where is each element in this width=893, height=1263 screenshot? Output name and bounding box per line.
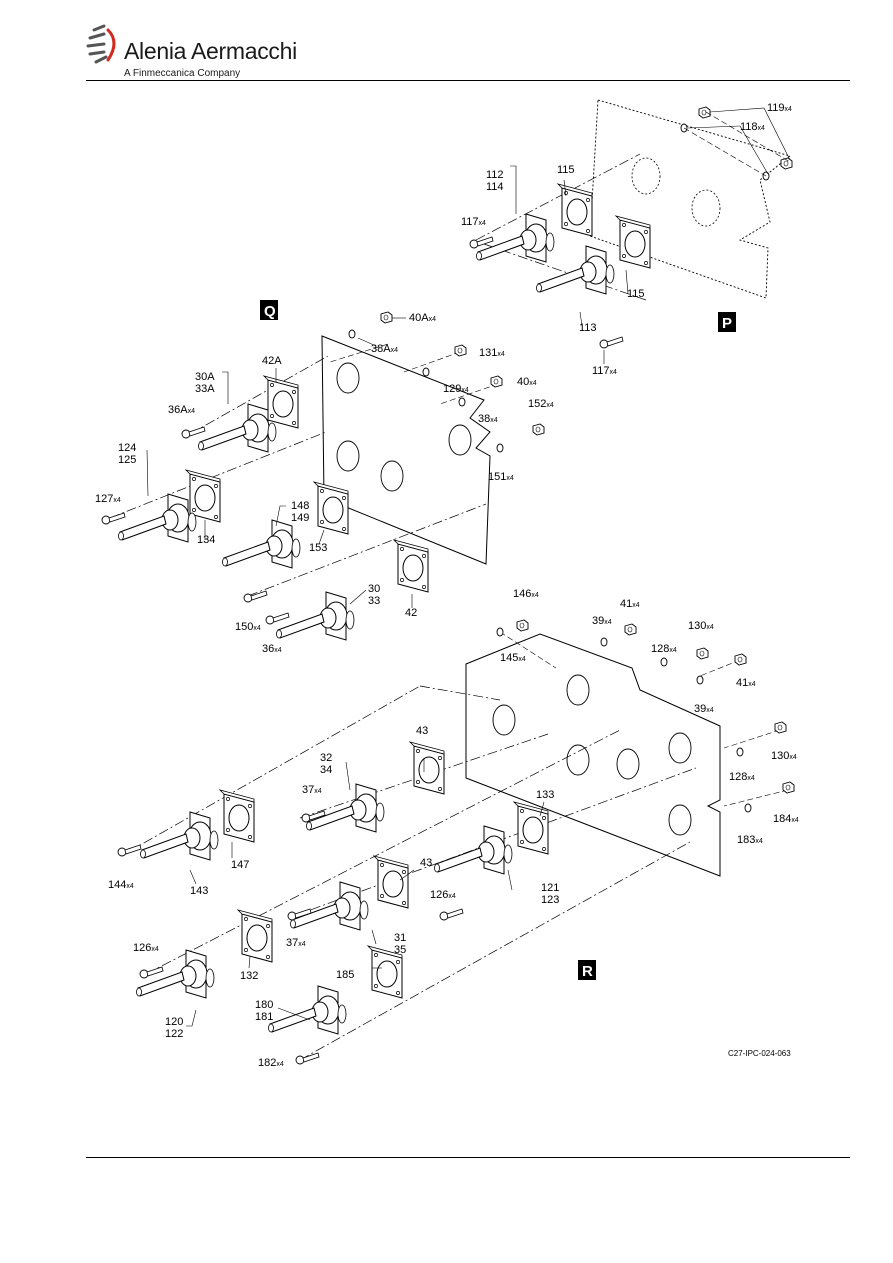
callout-label: 32 [320, 752, 332, 764]
callout-label: 148 [291, 500, 309, 512]
callout-label: 143 [190, 885, 208, 897]
callout-label: 185 [336, 969, 354, 981]
callout-label: 115 [557, 164, 575, 176]
callout-label: 114 [486, 181, 504, 193]
callout-label: 38Ax4 [371, 343, 398, 355]
page-header: Alenia Aermacchi A Finmeccanica Company [0, 0, 893, 90]
callout-label: 30A [195, 371, 215, 383]
callout-label: 184x4 [773, 813, 799, 825]
callout-label: 41x4 [736, 677, 756, 689]
callout-label: 144x4 [108, 879, 134, 891]
callout-label: 36x4 [262, 643, 282, 655]
callout-label: 125 [118, 454, 136, 466]
callout-label: 151x4 [488, 471, 514, 483]
callout-label: 130x4 [688, 620, 714, 632]
callout-label: 145x4 [500, 652, 526, 664]
callout-label: 31 [394, 932, 406, 944]
callout-label: 117x4 [592, 365, 617, 377]
callout-label: 127x4 [95, 493, 121, 505]
callout-label: 128x4 [729, 771, 755, 783]
callout-label: 38x4 [478, 413, 498, 425]
view-label-p: P [722, 315, 732, 332]
callout-label: 33A [195, 383, 215, 395]
brand-name: Alenia Aermacchi [124, 38, 297, 64]
callout-label: 43 [420, 857, 432, 869]
callout-label: 146x4 [513, 588, 539, 600]
callout-label: 30 [368, 583, 380, 595]
view-p-assembly [469, 99, 793, 349]
callout-label: 149 [291, 512, 309, 524]
callout-label: 123 [541, 894, 559, 906]
callout-label: 39x4 [592, 615, 612, 627]
callout-label: 182x4 [258, 1057, 284, 1069]
callout-label: 113 [579, 322, 597, 334]
callout-label: 40x4 [517, 376, 537, 388]
callout-label: 39x4 [694, 703, 714, 715]
callout-label: 129x4 [443, 383, 469, 395]
callout-label: 42A [262, 355, 282, 367]
callout-label: 126x4 [133, 942, 159, 954]
view-label-r: R [582, 963, 593, 980]
callout-label: 128x4 [651, 643, 677, 655]
view-label-q: Q [264, 303, 276, 320]
header-divider [86, 80, 850, 81]
callout-label: 147 [231, 859, 249, 871]
view-q-assembly [101, 300, 545, 641]
callout-label: 33 [368, 595, 380, 607]
callout-label: 115 [627, 288, 645, 300]
callout-label: 131x4 [479, 347, 505, 359]
alenia-logo-icon [86, 24, 116, 64]
callout-label: 37x4 [286, 937, 306, 949]
callout-label: 122 [165, 1028, 183, 1040]
callout-label: 126x4 [430, 889, 456, 901]
callout-label: 183x4 [737, 834, 763, 846]
view-q-tag [260, 300, 278, 320]
callout-label: 153 [309, 542, 327, 554]
callout-label: 130x4 [771, 750, 797, 762]
callout-label: 34 [320, 764, 332, 776]
callout-label: 120 [165, 1016, 183, 1028]
callout-label: 41x4 [620, 598, 640, 610]
callout-label: 43 [416, 725, 428, 737]
figure-reference: C27-IPC-024-063 [728, 1049, 791, 1058]
callout-label: 42 [405, 607, 417, 619]
callout-label: 117x4 [461, 216, 486, 228]
view-r-tag [578, 960, 596, 980]
callout-labels: 119x4 118x4 115 112 114 117x4 115 113 11… [95, 102, 799, 1069]
callout-label: 119x4 [767, 102, 792, 114]
callout-label: 40Ax4 [409, 312, 436, 324]
callout-label: 35 [394, 944, 406, 956]
callout-label: 134 [197, 534, 215, 546]
callout-label: 124 [118, 442, 136, 454]
callout-label: 152x4 [528, 398, 554, 410]
callout-label: 36Ax4 [168, 404, 195, 416]
leader-lines [146, 107, 791, 1027]
callout-label: 180 [255, 999, 273, 1011]
callout-label: 37x4 [302, 784, 322, 796]
view-r-assembly [117, 619, 795, 1065]
footer-divider [86, 1157, 850, 1158]
callout-label: 132 [240, 970, 258, 982]
callout-label: 121 [541, 882, 559, 894]
callout-label: 150x4 [235, 621, 261, 633]
callout-label: 181 [255, 1011, 273, 1023]
brand-subtitle: A Finmeccanica Company [124, 68, 241, 79]
callout-label: 112 [486, 169, 504, 181]
callout-label: 118x4 [740, 121, 765, 133]
view-p-tag [718, 312, 736, 332]
callout-label: 133 [536, 789, 554, 801]
